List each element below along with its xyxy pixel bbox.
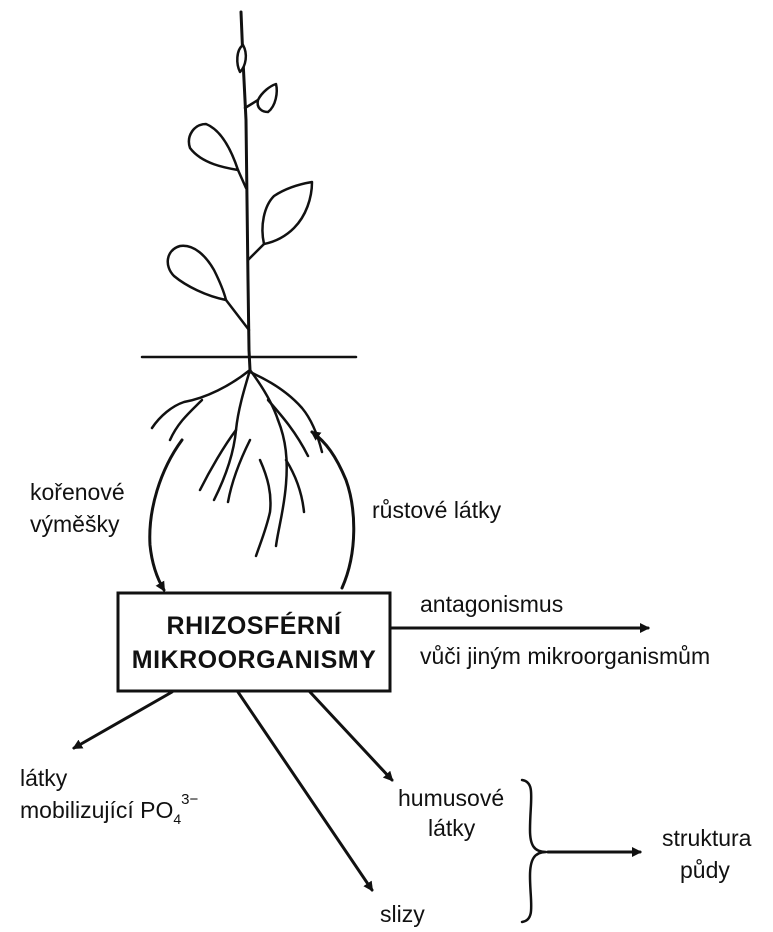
arrow-slime: [238, 692, 372, 890]
arrow-root-exudates: [150, 440, 182, 590]
label-po4-2: mobilizující PO43−: [20, 791, 199, 827]
label-slime: slizy: [380, 901, 425, 927]
label-antagonism-2: vůči jiným mikroorganismům: [420, 643, 710, 669]
plant-roots: [152, 370, 322, 556]
arrow-po4-mobilizing: [74, 692, 172, 748]
arrow-humus: [310, 692, 392, 780]
plant-leaves: [168, 45, 312, 330]
box-label-line2: MIKROORGANISMY: [132, 646, 377, 674]
brace: [522, 780, 546, 922]
label-po4-superscript: 3−: [181, 791, 198, 808]
label-growth-substances: růstové látky: [372, 497, 502, 523]
label-structure-2: půdy: [680, 857, 730, 883]
label-structure-1: struktura: [662, 825, 752, 851]
box-frame: [118, 593, 390, 691]
arrow-growth-substances: [312, 432, 354, 588]
label-humus-1: humusové: [398, 785, 504, 811]
label-antagonism-1: antagonismus: [420, 591, 563, 617]
label-po4-subscript: 4: [173, 811, 181, 827]
box-label-line1: RHIZOSFÉRNÍ: [167, 611, 343, 640]
plant-illustration: [142, 12, 356, 556]
label-root-exudates-1: kořenové: [30, 479, 125, 505]
label-humus-2: látky: [428, 815, 476, 841]
label-po4-main: mobilizující PO: [20, 797, 173, 823]
microorganisms-box: RHIZOSFÉRNÍ MIKROORGANISMY: [118, 593, 390, 691]
label-po4-1: látky: [20, 765, 68, 791]
label-root-exudates-2: výměšky: [30, 511, 120, 537]
